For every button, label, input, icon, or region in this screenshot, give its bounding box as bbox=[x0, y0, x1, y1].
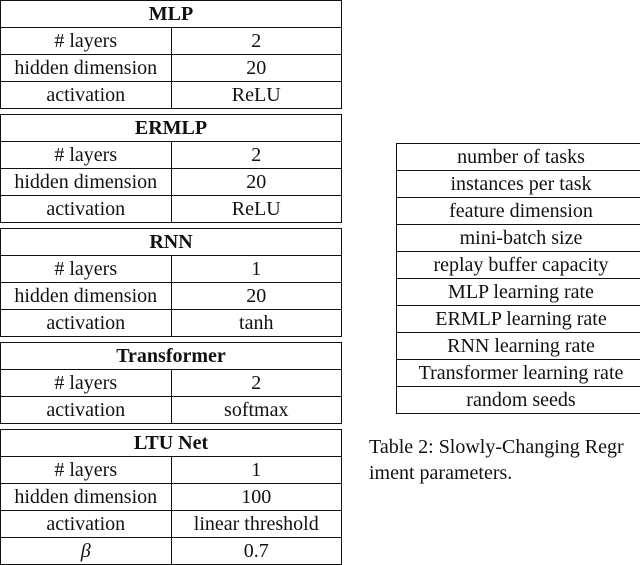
param-value: 20 bbox=[171, 283, 342, 310]
caption-line-2: iment parameters. bbox=[369, 460, 640, 486]
parameter-label: mini-batch size bbox=[397, 225, 640, 252]
param-value: 0.7 bbox=[171, 538, 342, 565]
table-row: β 0.7 bbox=[1, 538, 342, 565]
param-value: ReLU bbox=[171, 82, 342, 109]
table-title: RNN bbox=[1, 229, 342, 256]
table-row: feature dimension bbox=[397, 198, 640, 225]
table-row: MLP learning rate bbox=[397, 279, 640, 306]
transformer-table: Transformer # layers 2 activation softma… bbox=[0, 342, 342, 424]
table-row: activation ReLU bbox=[1, 82, 342, 109]
table-row: Transformer learning rate bbox=[397, 360, 640, 387]
parameter-label: replay buffer capacity bbox=[397, 252, 640, 279]
table-row: mini-batch size bbox=[397, 225, 640, 252]
table-row: number of tasks bbox=[397, 144, 640, 171]
parameter-label: RNN learning rate bbox=[397, 333, 640, 360]
param-name: # layers bbox=[1, 28, 172, 55]
param-name: hidden dimension bbox=[1, 484, 172, 511]
table-title: LTU Net bbox=[1, 430, 342, 457]
table-title: Transformer bbox=[1, 343, 342, 370]
parameter-label: MLP learning rate bbox=[397, 279, 640, 306]
param-value: ReLU bbox=[171, 196, 342, 223]
table-row: hidden dimension 20 bbox=[1, 283, 342, 310]
mlp-table: MLP # layers 2 hidden dimension 20 activ… bbox=[0, 0, 342, 109]
param-value: 100 bbox=[171, 484, 342, 511]
table-row: random seeds bbox=[397, 387, 640, 414]
table-row: hidden dimension 20 bbox=[1, 55, 342, 82]
param-value: tanh bbox=[171, 310, 342, 337]
param-value: 2 bbox=[171, 142, 342, 169]
param-value: 2 bbox=[171, 28, 342, 55]
param-value: softmax bbox=[171, 397, 342, 424]
table-caption: Table 2: Slowly-Changing Regr iment para… bbox=[369, 434, 640, 486]
param-value: 20 bbox=[171, 169, 342, 196]
ermlp-table: ERMLP # layers 2 hidden dimension 20 act… bbox=[0, 114, 342, 223]
param-name: # layers bbox=[1, 142, 172, 169]
param-name: # layers bbox=[1, 370, 172, 397]
table-row: activation tanh bbox=[1, 310, 342, 337]
table-row: hidden dimension 100 bbox=[1, 484, 342, 511]
parameter-label: feature dimension bbox=[397, 198, 640, 225]
param-name: # layers bbox=[1, 256, 172, 283]
table-header-row: ERMLP bbox=[1, 115, 342, 142]
table-header-row: MLP bbox=[1, 1, 342, 28]
table-row: hidden dimension 20 bbox=[1, 169, 342, 196]
caption-line-1: Table 2: Slowly-Changing Regr bbox=[369, 434, 640, 460]
param-name: activation bbox=[1, 397, 172, 424]
param-value: 2 bbox=[171, 370, 342, 397]
param-value: 1 bbox=[171, 256, 342, 283]
ltu-net-table: LTU Net # layers 1 hidden dimension 100 … bbox=[0, 429, 342, 565]
architecture-parameter-tables: MLP # layers 2 hidden dimension 20 activ… bbox=[0, 0, 342, 565]
param-value: 20 bbox=[171, 55, 342, 82]
param-name: hidden dimension bbox=[1, 169, 172, 196]
table-title: ERMLP bbox=[1, 115, 342, 142]
param-name: # layers bbox=[1, 457, 172, 484]
table-title: MLP bbox=[1, 1, 342, 28]
param-value: 1 bbox=[171, 457, 342, 484]
param-name: hidden dimension bbox=[1, 283, 172, 310]
table-row: # layers 2 bbox=[1, 142, 342, 169]
parameter-label: ERMLP learning rate bbox=[397, 306, 640, 333]
experiment-parameters-table: number of tasks instances per task featu… bbox=[396, 143, 640, 414]
table-row: activation ReLU bbox=[1, 196, 342, 223]
table-row: ERMLP learning rate bbox=[397, 306, 640, 333]
param-name: hidden dimension bbox=[1, 55, 172, 82]
parameter-label: random seeds bbox=[397, 387, 640, 414]
table-row: # layers 1 bbox=[1, 457, 342, 484]
table-row: # layers 2 bbox=[1, 370, 342, 397]
param-name: activation bbox=[1, 82, 172, 109]
experiment-parameters-grid: number of tasks instances per task featu… bbox=[396, 143, 640, 414]
rnn-table: RNN # layers 1 hidden dimension 20 activ… bbox=[0, 228, 342, 337]
table-header-row: Transformer bbox=[1, 343, 342, 370]
parameter-label: Transformer learning rate bbox=[397, 360, 640, 387]
table-row: activation linear threshold bbox=[1, 511, 342, 538]
param-name: β bbox=[1, 538, 172, 565]
table-row: replay buffer capacity bbox=[397, 252, 640, 279]
param-name: activation bbox=[1, 196, 172, 223]
parameter-label: instances per task bbox=[397, 171, 640, 198]
table-header-row: RNN bbox=[1, 229, 342, 256]
table-row: # layers 1 bbox=[1, 256, 342, 283]
table-row: instances per task bbox=[397, 171, 640, 198]
param-value: linear threshold bbox=[171, 511, 342, 538]
table-row: activation softmax bbox=[1, 397, 342, 424]
parameter-label: number of tasks bbox=[397, 144, 640, 171]
param-name: activation bbox=[1, 511, 172, 538]
table-row: RNN learning rate bbox=[397, 333, 640, 360]
param-name: activation bbox=[1, 310, 172, 337]
table-header-row: LTU Net bbox=[1, 430, 342, 457]
table-row: # layers 2 bbox=[1, 28, 342, 55]
